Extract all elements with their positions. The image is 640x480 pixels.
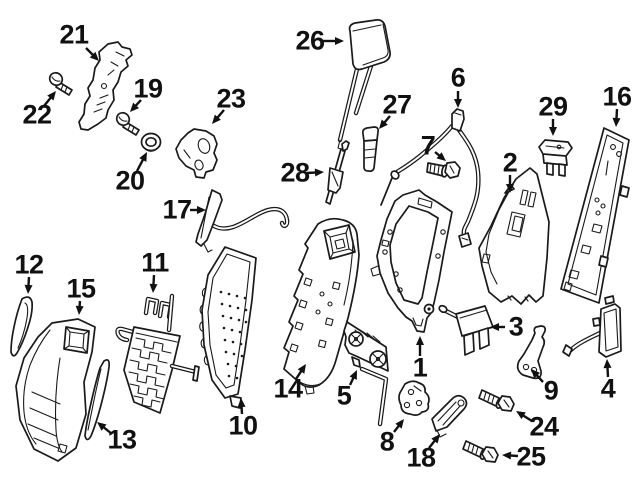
- part-16-back-panel: [560, 127, 630, 304]
- callout-arrow-line-22: [43, 95, 53, 107]
- callout-arrow-head-19: [130, 102, 140, 112]
- callout-arrow-head-20: [139, 152, 147, 162]
- callout-27: 27: [382, 89, 412, 120]
- part-22-screw: [48, 71, 73, 96]
- callout-arrow-head-29: [549, 127, 557, 136]
- part-15-bolster-cover: [15, 318, 96, 462]
- callout-21: 21: [59, 19, 89, 50]
- callout-22: 22: [22, 99, 52, 130]
- callout-arrow-head-9: [531, 369, 541, 379]
- callout-20: 20: [115, 165, 145, 196]
- callout-arrow-head-6: [454, 99, 462, 108]
- callout-29: 29: [538, 91, 568, 122]
- callout-arrow-head-17: [197, 206, 206, 214]
- callout-25: 25: [516, 441, 546, 472]
- callout-arrow-head-5: [349, 370, 357, 380]
- callout-arrow-head-24: [516, 411, 526, 420]
- part-21-side-trim: [78, 41, 133, 131]
- callout-arrow-head-27: [379, 119, 388, 129]
- callout-arrow-head-26: [335, 37, 344, 45]
- callout-arrow-head-23: [212, 114, 221, 124]
- callout-13: 13: [107, 424, 137, 455]
- part-26-headrest: [337, 19, 391, 151]
- callout-arrow-head-2: [506, 184, 514, 193]
- callout-23: 23: [216, 83, 246, 114]
- part-7-bolt: [426, 161, 461, 179]
- part-11-lumbar-frame: [115, 293, 200, 414]
- part-18-angle-bracket: [431, 394, 468, 438]
- callout-arrow-head-12: [24, 284, 33, 294]
- callout-arrow-head-8: [395, 419, 404, 429]
- callout-arrow-head-21: [89, 51, 99, 61]
- callout-arrow-head-15: [75, 305, 84, 315]
- callout-arrow-head-22: [47, 91, 56, 101]
- callout-arrow-head-18: [431, 434, 440, 444]
- callout-arrow-head-13: [97, 422, 107, 431]
- part-4-bracket-rod: [562, 295, 622, 358]
- callout-arrow-head-14: [297, 364, 306, 374]
- callout-arrow-head-3: [490, 323, 499, 331]
- callout-arrow-head-7: [436, 152, 446, 161]
- callout-5: 5: [336, 380, 352, 411]
- callout-3: 3: [508, 311, 524, 342]
- callout-9: 9: [543, 375, 559, 406]
- part-8-mount-bracket: [398, 380, 430, 416]
- part-25-bolt: [462, 440, 499, 463]
- part-5-module-panel: [343, 321, 389, 427]
- callout-16: 16: [602, 81, 632, 112]
- part-29-bracket: [538, 139, 573, 177]
- callout-4: 4: [600, 373, 616, 404]
- callout-arrow-line-20: [135, 157, 145, 172]
- callout-7: 7: [420, 130, 436, 161]
- callout-arrow-head-25: [502, 451, 512, 460]
- callout-arrow-head-11: [149, 283, 158, 293]
- callout-arrow-head-4: [603, 359, 612, 369]
- callout-arrow-head-10: [237, 398, 246, 408]
- part-14-cover-panel: [283, 217, 360, 395]
- callout-2: 2: [502, 147, 518, 178]
- callout-12: 12: [14, 249, 44, 280]
- callout-arrow-line-13: [101, 425, 113, 435]
- part-1-seat-back-frame: [370, 189, 453, 333]
- callout-6: 6: [450, 62, 466, 93]
- callout-arrow-head-1: [416, 336, 424, 345]
- callout-15: 15: [66, 273, 96, 304]
- callout-10: 10: [228, 410, 258, 441]
- callout-11: 11: [141, 247, 169, 278]
- callout-26: 26: [295, 25, 325, 56]
- part-23-bracket: [175, 128, 218, 179]
- callout-24: 24: [529, 411, 559, 442]
- part-12-side-pad: [10, 296, 34, 357]
- part-27-guide-pin: [361, 126, 380, 173]
- callout-1: 1: [412, 352, 428, 383]
- part-19-screw: [115, 111, 140, 136]
- part-24-bolt: [478, 389, 515, 412]
- part-13-trim-strip: [84, 359, 110, 441]
- callout-arrow-head-28: [314, 168, 324, 177]
- callout-19: 19: [133, 73, 163, 104]
- callout-14: 14: [273, 373, 303, 404]
- callout-17: 17: [162, 194, 192, 225]
- part-17-release-handle: [195, 189, 290, 253]
- callout-arrow-head-16: [612, 117, 621, 127]
- part-28-latch: [325, 140, 350, 205]
- part-20-grommet: [140, 132, 162, 152]
- callout-8: 8: [379, 426, 395, 457]
- callout-28: 28: [280, 157, 310, 188]
- part-6-release-cable: [380, 108, 481, 248]
- part-10-perforated-panel: [199, 246, 257, 409]
- part-3-clamp: [438, 304, 494, 356]
- callout-18: 18: [406, 442, 436, 473]
